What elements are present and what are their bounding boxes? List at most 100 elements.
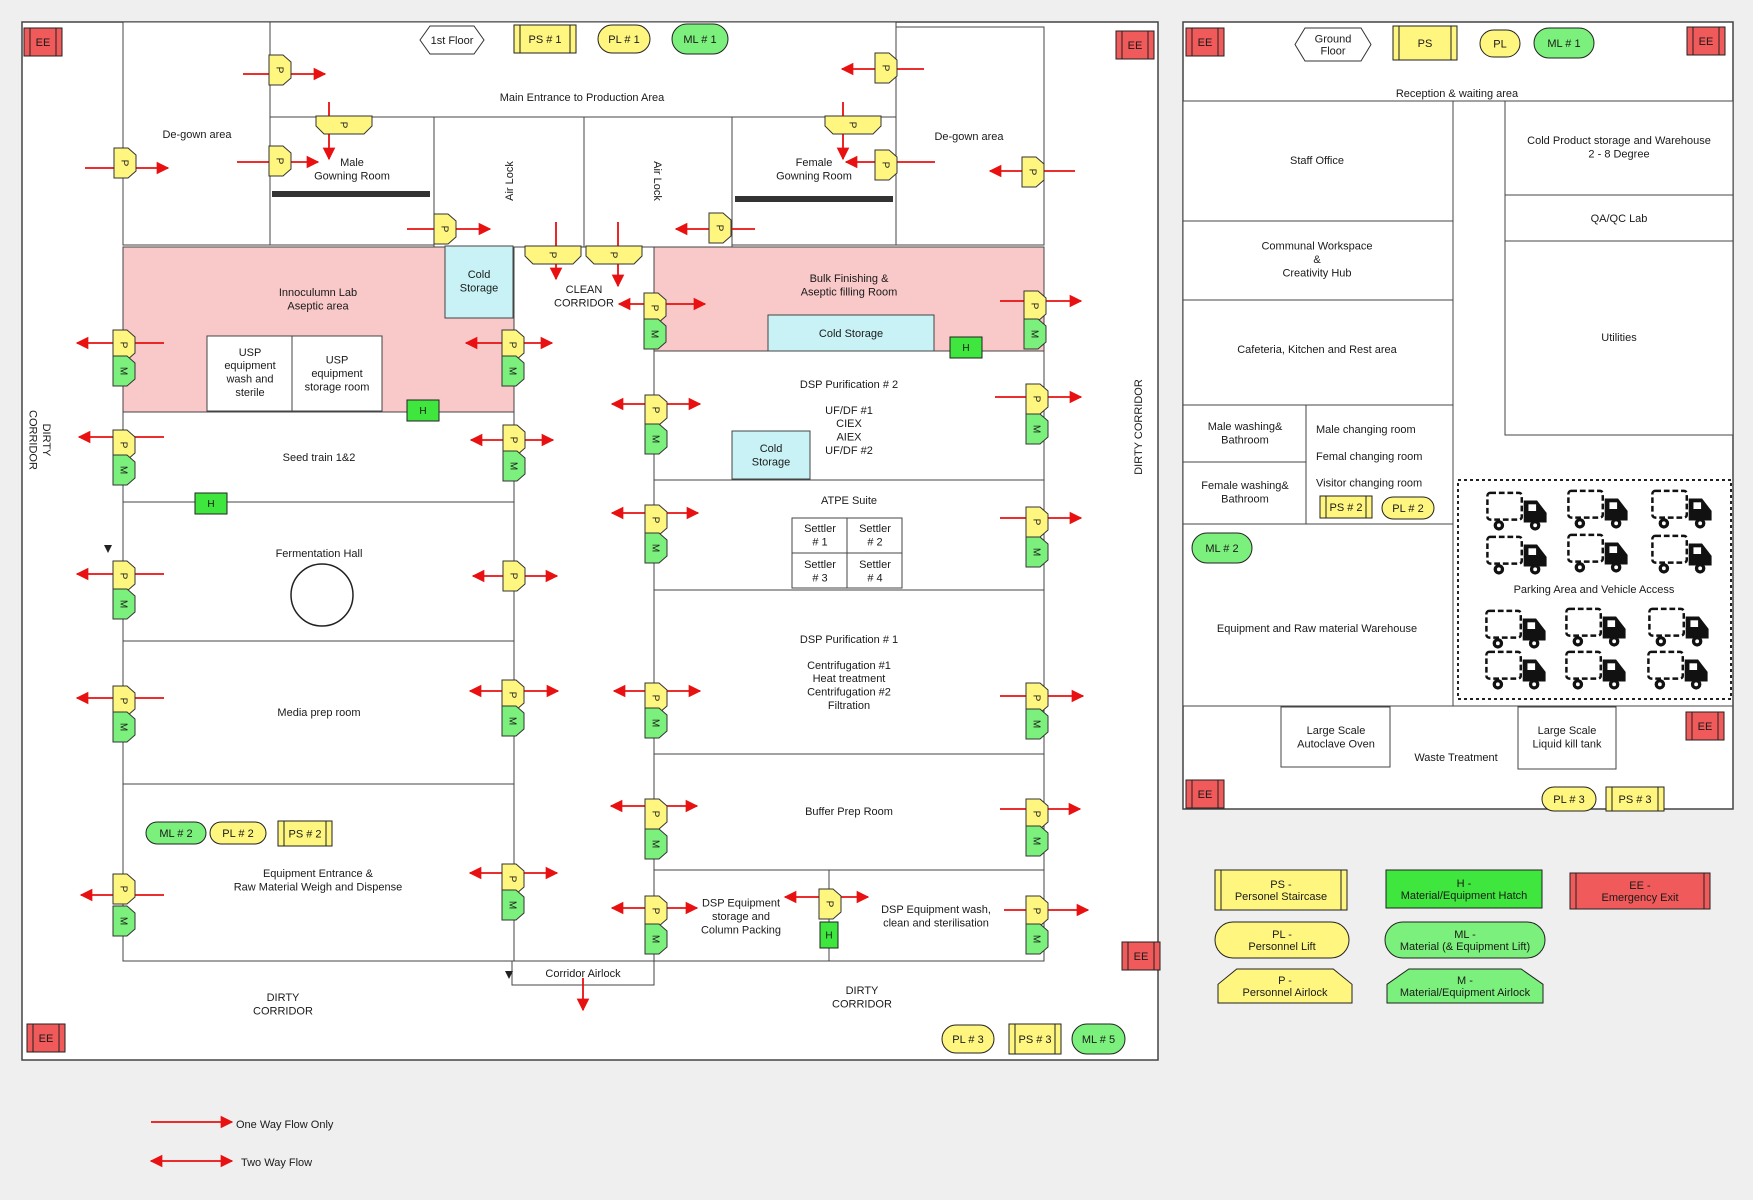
airlock-label: M — [118, 367, 129, 375]
hatch-label: H — [825, 931, 832, 942]
room-label-reception: Reception & waiting area — [1396, 88, 1519, 100]
material-airlock: M — [501, 355, 525, 387]
airlock-label: P — [1031, 908, 1042, 915]
room-communal-workspace — [1182, 220, 1454, 301]
fermentation-tank-icon — [290, 563, 354, 627]
airlock-label: P — [439, 226, 450, 233]
room-cold-storage-3 — [731, 430, 811, 480]
room-label-buffer: Buffer Prep Room — [805, 806, 893, 818]
personnel-airlock: P — [644, 504, 668, 536]
emergency-exit: EE — [1185, 779, 1225, 809]
material-airlock: M — [1025, 708, 1049, 740]
room-equipment-entrance — [122, 783, 515, 962]
personnel-airlock: P — [112, 873, 136, 905]
room-label-media: Media prep room — [277, 707, 360, 719]
airlock-label: M — [507, 901, 518, 909]
airlock-label: M — [1031, 935, 1042, 943]
material-airlock: M — [112, 454, 136, 486]
material-airlock: M — [1025, 413, 1049, 445]
room-staff-office — [1182, 100, 1454, 222]
emergency-exit: EE — [1121, 941, 1161, 971]
badge-pl3a: PL # 3 — [941, 1024, 995, 1054]
airlock-label: P — [118, 886, 129, 893]
material-airlock: M — [501, 889, 525, 921]
airlock-label: P — [847, 122, 858, 129]
badge-label: PS -Personel Staircase — [1235, 879, 1327, 903]
badge-label: P -Personnel Airlock — [1243, 975, 1328, 999]
material-hatch: H — [949, 336, 983, 359]
airlock-label: M — [1031, 548, 1042, 556]
badge-label: EE — [1198, 37, 1213, 49]
airlock-label: M — [1031, 720, 1042, 728]
personnel-airlock: P — [644, 895, 668, 927]
airlock-label: P — [824, 901, 835, 908]
personnel-airlock: P — [1025, 895, 1049, 927]
room-utilities — [1504, 240, 1734, 436]
airlock-label: M — [1029, 330, 1040, 338]
badge-label: PS # 3 — [1618, 794, 1651, 806]
room-label-ferment: Fermentation Hall — [276, 548, 363, 560]
material-airlock: M — [501, 705, 525, 737]
room-label-settler4: Settler# 4 — [859, 559, 891, 584]
badge-label: EE — [39, 1033, 54, 1045]
badge-gml1: ML # 1 — [1533, 27, 1595, 59]
airlock-label: P — [274, 67, 285, 74]
personnel-airlock: P — [1025, 383, 1049, 415]
personnel-airlock: P — [708, 212, 732, 244]
badge-ml2a: ML # 2 — [145, 821, 207, 845]
room-degown-right — [895, 26, 1045, 246]
material-airlock: M — [112, 355, 136, 387]
airlock-label: P — [118, 698, 129, 705]
personnel-airlock: P — [268, 54, 292, 86]
airlock-label: M — [1031, 425, 1042, 433]
room-cafeteria — [1182, 299, 1454, 406]
airlock-label: P — [507, 692, 518, 699]
personnel-airlock: P — [502, 560, 526, 592]
material-airlock: M — [112, 711, 136, 743]
airlock-label: P — [118, 442, 129, 449]
badge-label: PL # 2 — [1392, 503, 1423, 515]
airlock-label: M — [1031, 837, 1042, 845]
personnel-airlock: P — [113, 147, 137, 179]
badge-gml2: ML # 2 — [1191, 532, 1253, 564]
airlock-label: P — [880, 162, 891, 169]
personnel-airlock: P — [1025, 798, 1049, 830]
room-label-equip_entr: Equipment Entrance &Raw Material Weigh a… — [234, 868, 403, 893]
room-cold-storage-2 — [767, 314, 935, 354]
room-usp-storage — [291, 335, 383, 412]
airlock-label: P — [1027, 169, 1038, 176]
airlock-label: M — [650, 840, 661, 848]
personnel-airlock: P — [268, 145, 292, 177]
badge-label: PL # 3 — [952, 1034, 983, 1046]
room-autoclave — [1280, 706, 1391, 768]
airlock-label: M — [507, 367, 518, 375]
airlock-label: M — [650, 435, 661, 443]
room-label-cafeteria: Cafeteria, Kitchen and Rest area — [1237, 344, 1397, 356]
airlock-label: P — [649, 305, 660, 312]
badge-label: ML # 1 — [1547, 38, 1580, 50]
personnel-airlock: P — [524, 245, 582, 265]
emergency-exit: EE — [1185, 27, 1225, 57]
airlock-label: M — [650, 544, 661, 552]
room-usp-wash — [206, 335, 293, 412]
material-hatch: H — [406, 399, 440, 422]
airlock-label: M — [508, 462, 519, 470]
airlock-label: P — [1031, 396, 1042, 403]
airlock-label: M — [650, 935, 661, 943]
personnel-airlock: P — [1021, 156, 1045, 188]
badge-ps1: PS # 1 — [513, 24, 577, 54]
airlock-label: P — [508, 573, 519, 580]
room-label-communal: Communal Workspace&Creativity Hub — [1261, 240, 1372, 279]
room-label-dirty_r: DIRTY CORRIDOR — [1133, 379, 1145, 475]
personnel-airlock: P — [112, 560, 136, 592]
